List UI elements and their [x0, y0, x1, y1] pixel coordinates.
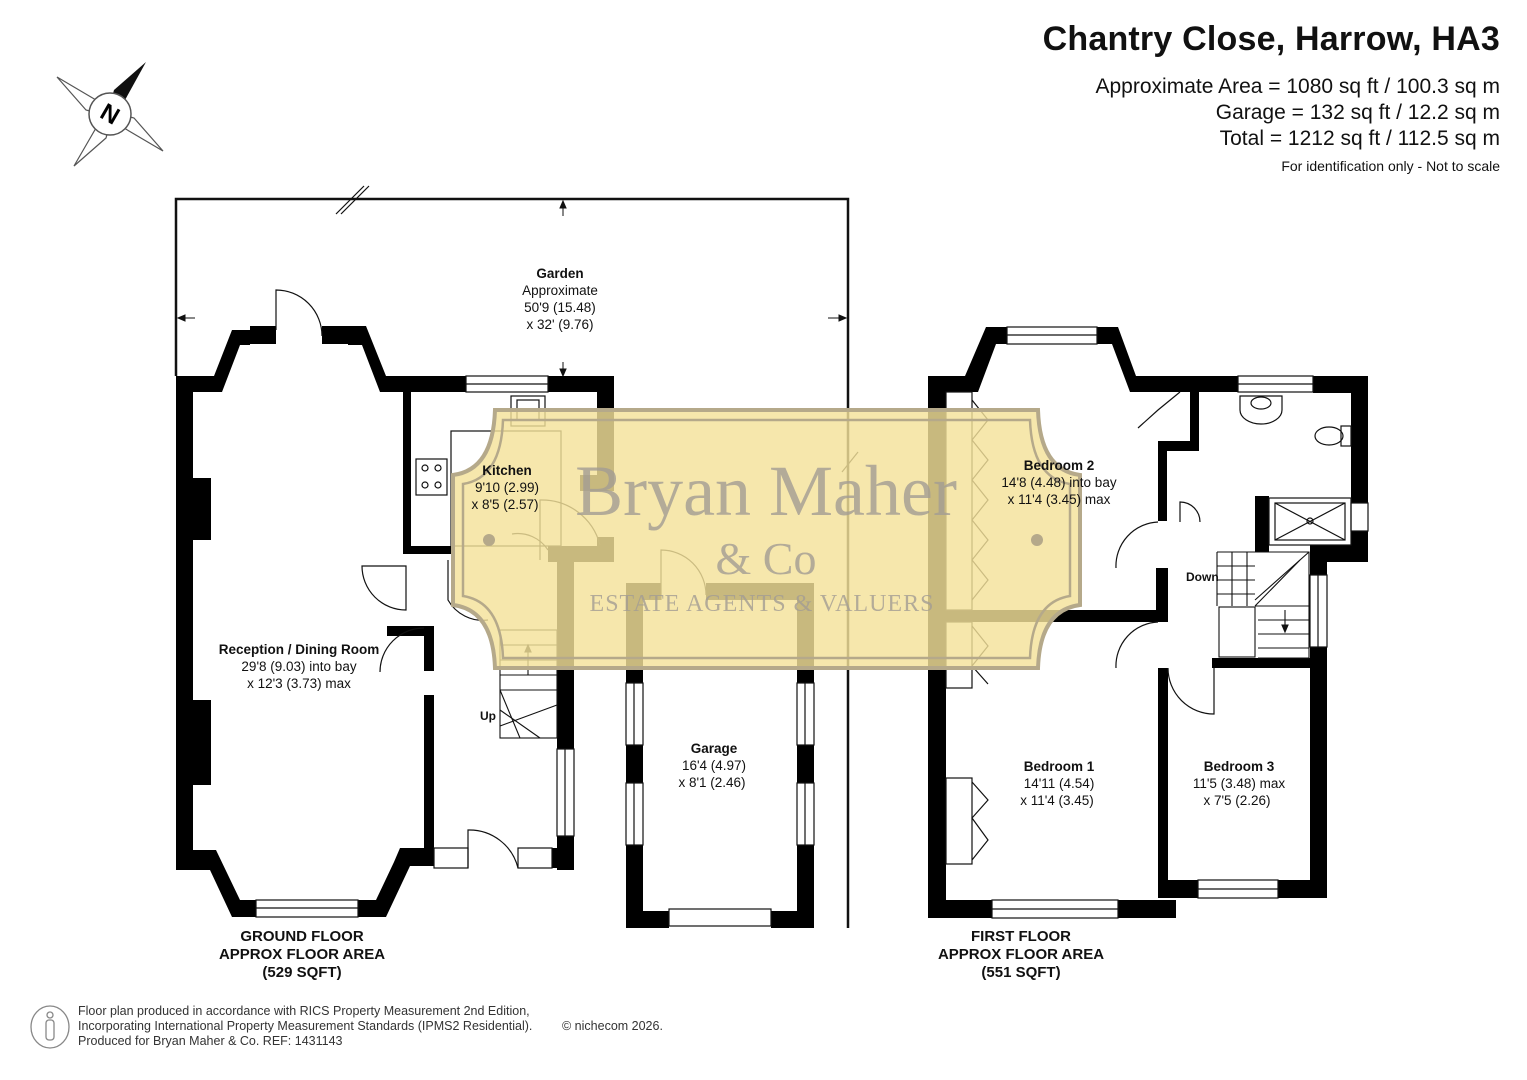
reception-dim-1: 29'8 (9.03) into bay [241, 659, 356, 674]
property-title: Chantry Close, Harrow, HA3 [1042, 20, 1500, 58]
garage-dim-2: x 8'1 (2.46) [678, 775, 745, 790]
ground-floor-title: GROUND FLOOR [240, 928, 363, 945]
kitchen-dim-2: x 8'5 (2.57) [471, 497, 538, 512]
first-floor-subtitle: APPROX FLOOR AREA [938, 946, 1104, 963]
kitchen-dim-1: 9'10 (2.99) [475, 480, 539, 495]
first-floor-windows [991, 326, 1369, 919]
garden-dim-2: x 32' (9.76) [526, 317, 593, 332]
bathroom-fittings [1239, 395, 1352, 546]
first-floor-doors [1115, 391, 1215, 715]
approximate-area: Approximate Area = 1080 sq ft / 100.3 sq… [1095, 75, 1501, 98]
garage-dim-1: 16'4 (4.97) [682, 758, 746, 773]
kitchen-label: Kitchen [482, 463, 532, 478]
scale-note: For identification only - Not to scale [1281, 158, 1500, 174]
footer-notes: Floor plan produced in accordance with R… [78, 1004, 532, 1049]
copyright: © nichecom 2026. [562, 1019, 663, 1033]
garage-area: Garage = 132 sq ft / 12.2 sq m [1215, 101, 1500, 124]
ground-floor-area: (529 SQFT) [262, 964, 341, 981]
bedroom-1-label: Bedroom 1 [1024, 759, 1095, 774]
bedroom-3-dim-2: x 7'5 (2.26) [1203, 793, 1270, 808]
agent-watermark: Bryan Maher & Co ESTATE AGENTS & VALUERS [451, 408, 1082, 670]
first-floor-stairs [1216, 551, 1310, 659]
bedroom-2-dim-2: x 11'4 (3.45) max [1008, 492, 1111, 507]
reception-dim-2: x 12'3 (3.73) max [247, 676, 351, 691]
garden-label: Garden [536, 266, 583, 281]
total-area: Total = 1212 sq ft / 112.5 sq m [1219, 127, 1500, 150]
footer-line-3: Produced for Bryan Maher & Co. REF: 1431… [78, 1034, 343, 1048]
compass-icon: N [56, 62, 164, 167]
stairs-up-label: Up [480, 709, 496, 723]
footer-line-1: Floor plan produced in accordance with R… [78, 1004, 530, 1018]
bedroom-3-label: Bedroom 3 [1204, 759, 1275, 774]
bedroom-2-dim-1: 14'8 (4.48) into bay [1001, 475, 1116, 490]
first-floor-area: (551 SQFT) [981, 964, 1060, 981]
person-icon [30, 1005, 70, 1049]
watermark-line-2: & Co [716, 533, 817, 584]
ground-floor-subtitle: APPROX FLOOR AREA [219, 946, 385, 963]
garage-windows [625, 682, 815, 927]
stairs-down-label: Down [1186, 570, 1219, 584]
bedroom-1-dim-1: 14'11 (4.54) [1024, 776, 1095, 791]
reception-label: Reception / Dining Room [219, 642, 380, 657]
garden-dim-1: 50'9 (15.48) [524, 300, 596, 315]
bedroom-2-label: Bedroom 2 [1024, 458, 1095, 473]
footer-line-2: Incorporating International Property Mea… [78, 1019, 533, 1033]
bedroom-1-dim-2: x 11'4 (3.45) [1020, 793, 1094, 808]
garden-approx: Approximate [522, 283, 598, 298]
garden-dimension-arrows [176, 199, 848, 378]
bedroom-3-dim-1: 11'5 (3.48) max [1193, 776, 1286, 791]
ground-floor-windows [255, 375, 575, 918]
first-floor-title: FIRST FLOOR [971, 928, 1071, 945]
garage-label: Garage [691, 741, 738, 756]
watermark-line-3: ESTATE AGENTS & VALUERS [590, 591, 935, 617]
watermark-line-1: Bryan Maher [575, 451, 957, 531]
